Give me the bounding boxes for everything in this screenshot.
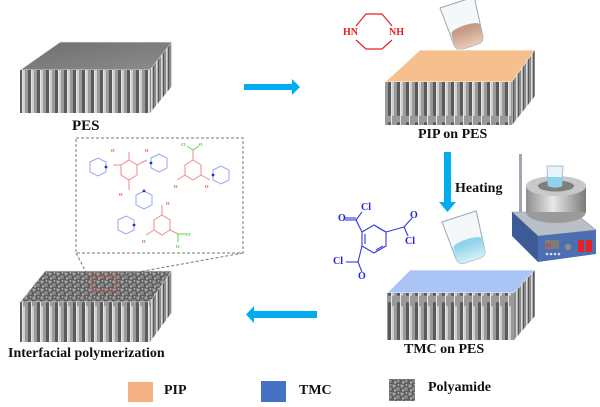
membrane-side: [514, 270, 535, 340]
stage-label-pes: PES: [72, 118, 100, 134]
stage-label-pip-on-pes: PIP on PES: [418, 127, 488, 142]
beaker-tmc-icon: [441, 210, 486, 264]
legend-label-polyamide: Polyamide: [428, 380, 491, 395]
svg-text:O: O: [111, 148, 115, 153]
arrow-right: [244, 79, 300, 95]
svg-text:O: O: [176, 244, 180, 249]
zoom-region-highlight: [91, 275, 117, 292]
membrane-cross-section: [385, 82, 512, 125]
tmc-molecule: [345, 211, 413, 273]
tmc-atom-o3: O: [358, 271, 366, 282]
membrane-top-surface: [18, 41, 173, 71]
tmc-atom-o2: O: [410, 210, 418, 221]
svg-text:O: O: [142, 239, 146, 244]
legend-swatch-polyamide: [389, 379, 415, 401]
svg-text:O: O: [174, 184, 178, 189]
membrane-tmc-on-pes: [386, 269, 536, 340]
tmc-atom-cl2: Cl: [405, 236, 415, 247]
tmc-atom-cl1: Cl: [361, 202, 371, 213]
tmc-atom-cl3: Cl: [333, 256, 343, 267]
membrane-cross-section: [20, 70, 150, 113]
arrow-left: [246, 306, 317, 323]
membrane-cross-section: [387, 293, 514, 340]
membrane-side: [512, 50, 535, 125]
svg-text:O: O: [119, 192, 123, 197]
svg-text:O: O: [166, 201, 170, 206]
stage-label-interfacial-polymerization: Interfacial polymerization: [8, 346, 165, 361]
svg-text:Cl: Cl: [186, 232, 191, 237]
membrane-cross-section: [20, 302, 150, 342]
svg-text:O: O: [145, 148, 149, 153]
step-label-heating: Heating: [455, 181, 503, 196]
legend-label-pip: PIP: [164, 383, 187, 398]
svg-text:88: 88: [546, 244, 552, 249]
membrane-side: [150, 271, 172, 342]
membrane-pip-on-pes: [383, 49, 536, 125]
pip-molecule: [355, 13, 393, 50]
stage-label-tmc-on-pes: TMC on PES: [404, 342, 485, 357]
pip-atom-nh: NH: [389, 27, 404, 38]
pip-atom-hn: HN: [343, 27, 358, 38]
svg-text:O: O: [205, 184, 209, 189]
legend-swatch-pip: [128, 382, 153, 402]
legend-label-tmc: TMC: [299, 383, 332, 398]
beaker-pip-icon: [439, 0, 484, 50]
heating-mantle-icon: 88: [511, 154, 597, 262]
tmc-layer-surface: [386, 269, 536, 294]
pip-layer-surface: [383, 49, 536, 83]
legend: [128, 379, 415, 402]
membrane-polyamide: [19, 270, 173, 342]
svg-text:Cl: Cl: [181, 142, 186, 147]
arrow-down: [439, 152, 456, 212]
membrane-side: [150, 42, 172, 113]
membrane-pes: [18, 41, 173, 113]
svg-text:O: O: [199, 142, 203, 147]
legend-swatch-tmc: [261, 381, 286, 402]
tmc-atom-o1: O: [338, 213, 346, 224]
